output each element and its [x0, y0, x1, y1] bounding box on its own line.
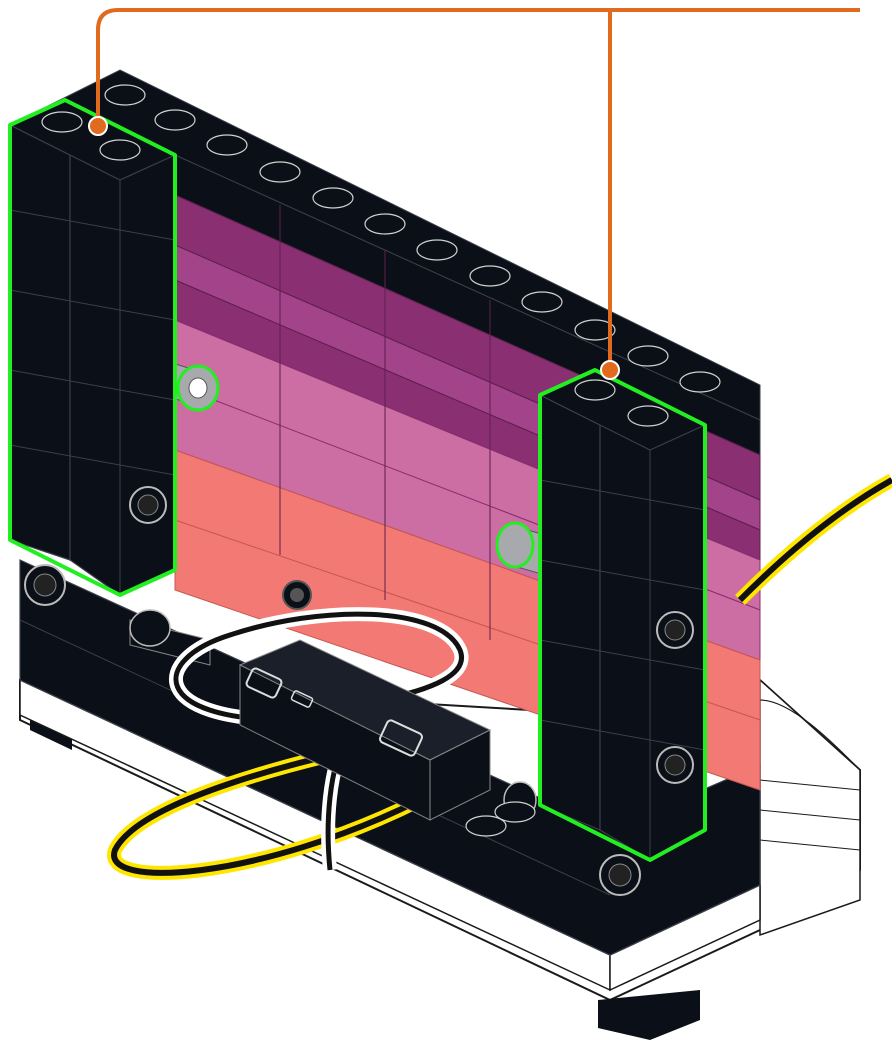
right-pillar — [540, 370, 705, 860]
right-lower-hole — [600, 855, 640, 895]
left-lower-holes — [25, 565, 65, 605]
wall-hole — [283, 581, 311, 609]
left-pillar — [10, 100, 175, 595]
